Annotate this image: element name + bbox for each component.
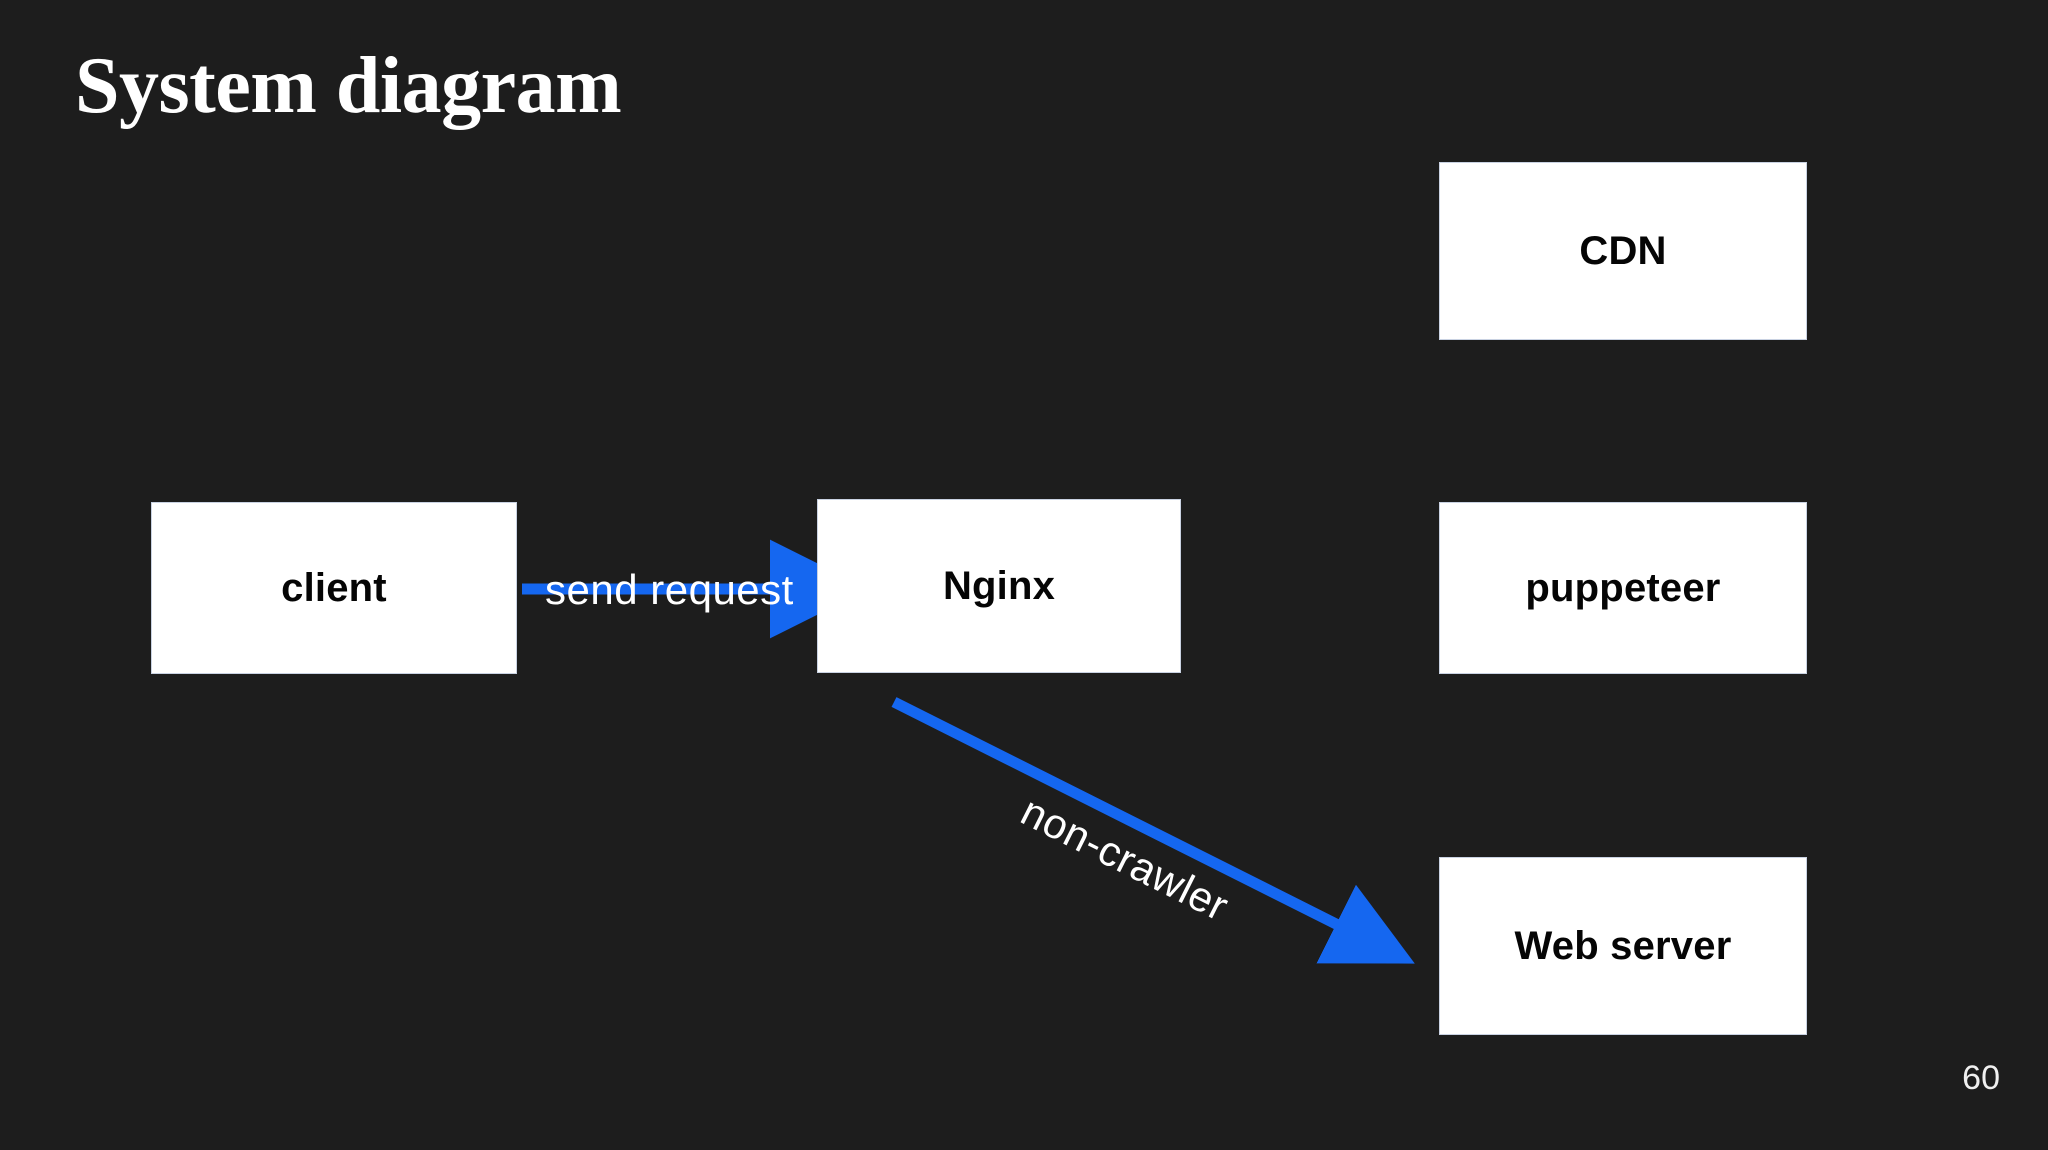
node-cdn-label: CDN — [1579, 228, 1667, 273]
edge-label-send-request: send request — [545, 566, 794, 613]
node-webserver[interactable]: Web server — [1440, 858, 1806, 1034]
node-puppeteer[interactable]: puppeteer — [1440, 503, 1806, 673]
node-webserver-label: Web server — [1514, 923, 1732, 968]
node-client-label: client — [281, 565, 387, 610]
node-cdn[interactable]: CDN — [1440, 163, 1806, 339]
edge-label-non-crawler: non-crawler — [1013, 787, 1237, 930]
edge-nginx-to-webserver — [891, 697, 1415, 964]
node-puppeteer-label: puppeteer — [1525, 565, 1721, 610]
node-client[interactable]: client — [152, 503, 516, 673]
page-title: System diagram — [75, 42, 622, 130]
node-nginx[interactable]: Nginx — [818, 500, 1180, 672]
page-number: 60 — [1962, 1059, 2000, 1097]
edge-nginx-to-webserver-line — [891, 697, 1415, 964]
node-nginx-label: Nginx — [942, 563, 1056, 608]
